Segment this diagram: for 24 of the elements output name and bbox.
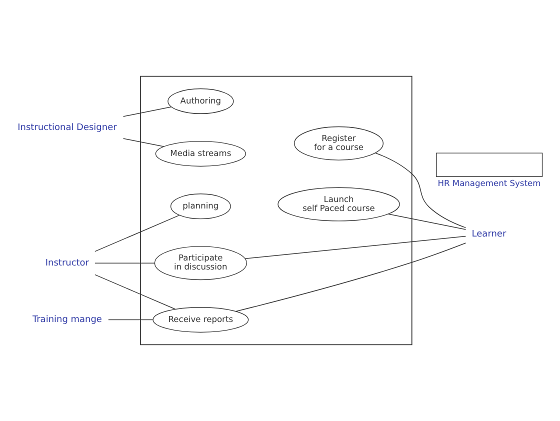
node-text: Instructional Designer	[18, 122, 117, 133]
node-ellipse: Media streams	[155, 140, 246, 167]
node-ellipse: Receive reports	[152, 307, 249, 333]
node-ellipse: planning	[170, 194, 231, 220]
node-ellipse: Launch self Paced course	[278, 187, 400, 222]
node-ellipse: Authoring	[168, 88, 234, 114]
connector	[388, 214, 466, 230]
node-ellipse: Participate in discussion	[154, 246, 247, 280]
connector	[94, 214, 180, 252]
node-ellipse: Register for a course	[294, 126, 384, 160]
node-text: Training mange	[32, 315, 102, 326]
node-text: Learner	[472, 229, 506, 240]
connector	[244, 236, 466, 259]
node-text: Instructor	[45, 258, 89, 268]
cluster	[140, 76, 412, 346]
connector	[94, 274, 176, 310]
node-label: HR Management System	[438, 178, 541, 188]
connector	[122, 138, 164, 147]
connector	[236, 242, 466, 312]
connector	[375, 152, 466, 228]
connector	[122, 106, 172, 117]
connector	[94, 262, 155, 264]
connector	[108, 319, 154, 320]
node-box	[436, 152, 543, 177]
